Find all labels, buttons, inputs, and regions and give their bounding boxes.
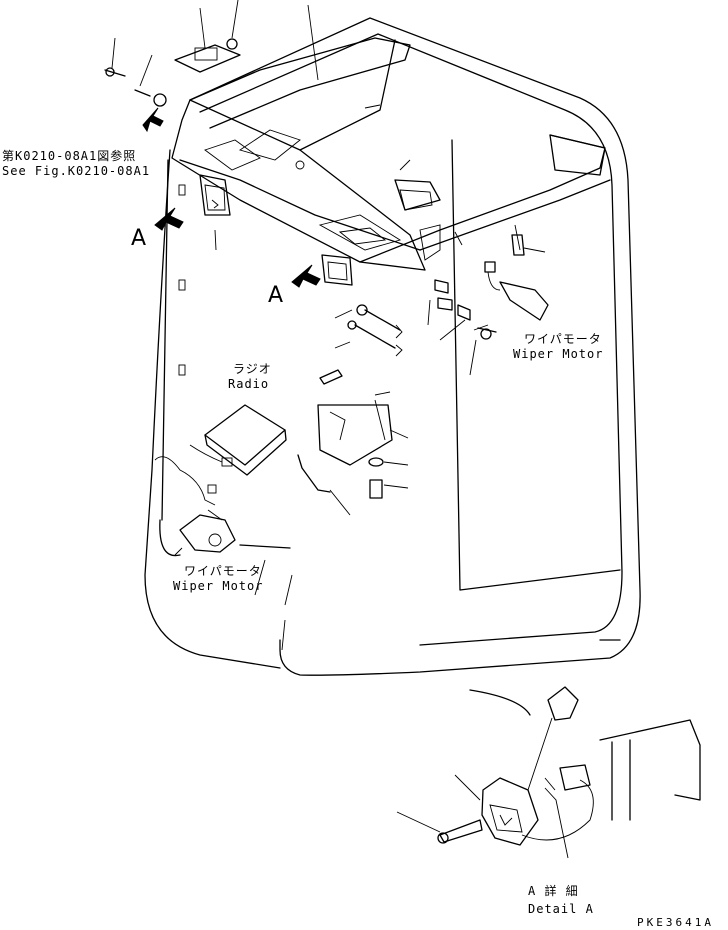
- reference-arrow: [142, 107, 164, 133]
- reference-note-jp: 第K0210-08A1図参照: [2, 149, 137, 163]
- roof-lamp-left: [199, 174, 231, 216]
- drawing-number: PKE3641A: [637, 916, 714, 929]
- radio-label-en: Radio: [228, 377, 270, 391]
- left-wiper-motor: [174, 509, 293, 651]
- detail-a-label-en: Detail A: [528, 902, 594, 916]
- radio-unit: [189, 404, 287, 494]
- right-wiper-hardware: [434, 224, 549, 376]
- view-arrow-left: [154, 207, 184, 231]
- view-marker-left: A: [131, 226, 147, 251]
- wiper-motor-right-label-en: Wiper Motor: [513, 347, 604, 361]
- roof-header-beam: [171, 37, 611, 271]
- detail-a-view: [396, 686, 701, 859]
- roof-lamp-center: [321, 254, 353, 286]
- wiper-motor-right-label-jp: ワイパモータ: [524, 332, 602, 346]
- wiper-motor-left-label-jp: ワイパモータ: [184, 564, 262, 578]
- center-bracket-group: [297, 304, 409, 516]
- radio-label-jp: ラジオ: [233, 362, 272, 376]
- top-bracket-group: [104, 0, 319, 107]
- view-marker-center: A: [268, 283, 284, 308]
- view-arrow-center: [291, 264, 321, 288]
- leader-lines: [214, 104, 463, 326]
- cab-shell-outline: [144, 17, 641, 676]
- detail-a-label-jp: A 詳 細: [528, 884, 579, 898]
- view-arrows: [142, 107, 321, 288]
- wiper-motor-left-label-en: Wiper Motor: [173, 579, 264, 593]
- reference-note-en: See Fig.K0210-08A1: [2, 164, 151, 178]
